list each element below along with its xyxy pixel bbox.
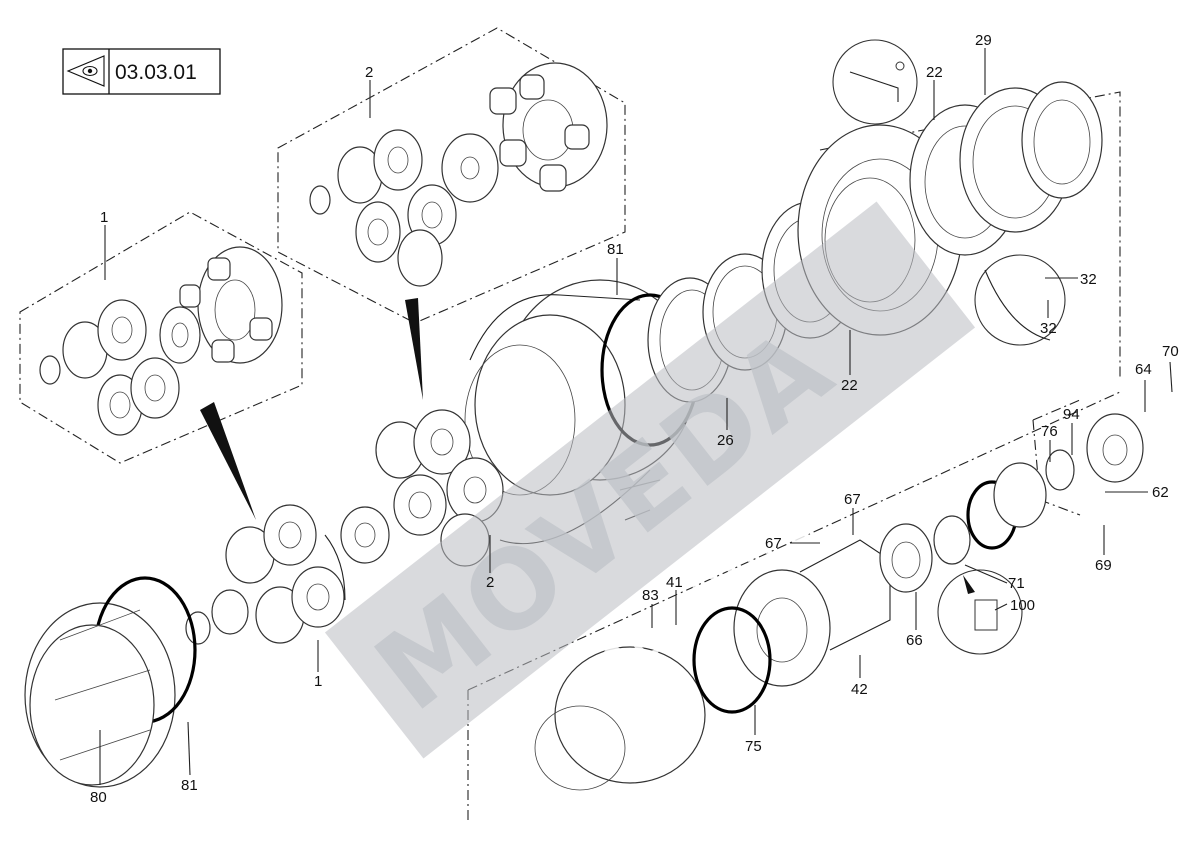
planet-gears-lower-left — [185, 504, 346, 645]
leader-lines — [99, 48, 1173, 785]
callout-label: 81 — [607, 241, 624, 258]
detail-circle-100 — [937, 569, 1023, 655]
callout-label: 22 — [926, 64, 943, 81]
callout-label: 42 — [851, 681, 868, 698]
reference-box[interactable]: 03.03.01 — [62, 48, 221, 95]
callout-label: 32 — [1040, 320, 1057, 337]
callout-label: 75 — [745, 738, 762, 755]
callout-label: 70 — [1162, 343, 1179, 360]
callout-label: 64 — [1135, 361, 1152, 378]
callout-label: 41 — [666, 574, 683, 591]
callout-label: 22 — [841, 377, 858, 394]
callout-label: 29 — [975, 32, 992, 49]
group-box-2 — [277, 27, 626, 324]
callout-label: 83 — [642, 587, 659, 604]
pointer-wedge-2 — [405, 298, 423, 400]
detail-circle-top — [832, 39, 918, 125]
group-box-upper — [819, 91, 1121, 380]
pointer-wedge-1 — [200, 402, 256, 520]
callout-label: 32 — [1080, 271, 1097, 288]
callout-label: 66 — [906, 632, 923, 649]
planet-gears-center — [340, 409, 504, 567]
eye-view-icon — [66, 55, 105, 87]
callout-label: 100 — [1010, 597, 1035, 614]
callout-label: 67 — [765, 535, 782, 552]
callout-label: 67 — [844, 491, 861, 508]
callouts: 1 2 1 2 81 80 81 26 22 22 29 32 32 70 64… — [90, 32, 1179, 806]
planet-set-1-boxed — [39, 246, 283, 436]
callout-label: 2 — [486, 574, 494, 591]
callout-label: 76 — [1041, 423, 1058, 440]
detail-circle-bolts — [974, 254, 1066, 346]
callout-label: 80 — [90, 789, 107, 806]
cover-80 — [24, 576, 197, 788]
callout-label: 2 — [365, 64, 373, 81]
lower-housing-assembly — [534, 413, 1144, 791]
planet-set-2-boxed — [309, 62, 608, 287]
seal-rings-upper — [909, 81, 1103, 256]
callout-label: 69 — [1095, 557, 1112, 574]
callout-label: 94 — [1063, 406, 1080, 423]
callout-label: 81 — [181, 777, 198, 794]
callout-label: 62 — [1152, 484, 1169, 501]
callout-label: 71 — [1008, 575, 1025, 592]
callout-label: 1 — [100, 209, 108, 226]
reference-code: 03.03.01 — [115, 61, 197, 84]
callout-label: 26 — [717, 432, 734, 449]
callout-label: 1 — [314, 673, 322, 690]
